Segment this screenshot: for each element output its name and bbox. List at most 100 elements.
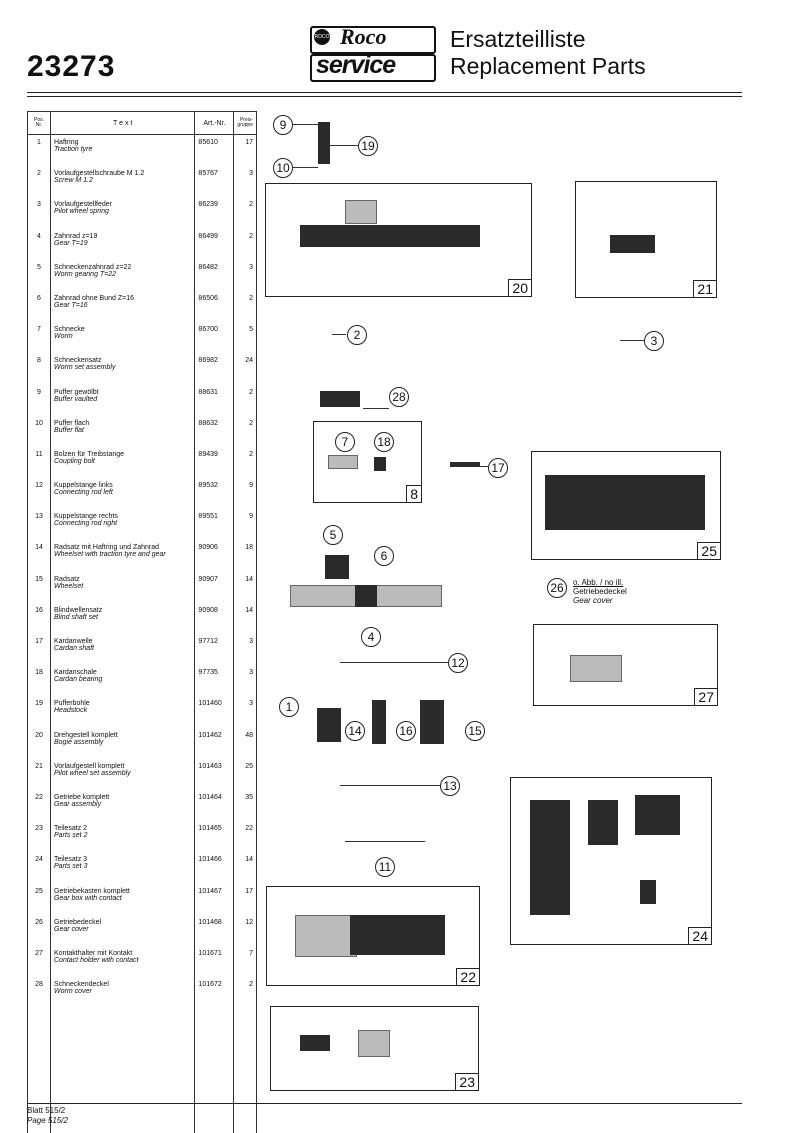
text-de: Zahnrad ohne Bund Z=16 <box>54 294 134 302</box>
text-de: Kontakthalter mit Kontakt <box>54 949 133 957</box>
art-cell: 90908 <box>194 602 235 634</box>
price-cell: 2 <box>233 384 257 416</box>
header-text: T e x t <box>49 111 196 135</box>
pos-cell: 27 <box>27 945 51 978</box>
callout-11: 11 <box>375 857 395 877</box>
art-cell: 97712 <box>194 634 235 666</box>
text-de: Getriebedeckel <box>54 918 102 926</box>
callout-14: 14 <box>345 721 365 741</box>
art-cell: 86700 <box>194 322 235 354</box>
text-en: Coupling bolt <box>54 457 95 465</box>
price-cell: 2 <box>233 197 257 229</box>
footer-divider <box>27 1103 742 1104</box>
pos-cell: 25 <box>27 883 51 915</box>
figure-box-24: 24 <box>510 777 712 945</box>
text-en: Gear cover <box>54 925 89 933</box>
callout-4: 4 <box>361 627 381 647</box>
callout-10: 10 <box>273 158 293 178</box>
pos-cell: 28 <box>27 977 51 1133</box>
figure-number: 20 <box>508 279 532 297</box>
text-de: Schnecke <box>54 326 85 334</box>
price-cell: 2 <box>233 290 257 323</box>
figure-box-20: 20 <box>265 183 532 297</box>
callout-28: 28 <box>389 387 409 407</box>
callout-2: 2 <box>347 325 367 345</box>
art-cell: 90906 <box>194 540 235 572</box>
price-cell: 48 <box>233 727 257 759</box>
leader-line <box>332 334 346 335</box>
leader-line <box>620 340 644 341</box>
text-de: Kardanwelle <box>54 638 93 645</box>
price-cell: 25 <box>233 758 257 790</box>
art-cell: 101467 <box>194 883 235 915</box>
figure-box-27: 27 <box>533 624 718 706</box>
figure-number: 24 <box>688 927 712 945</box>
art-cell: 101460 <box>194 696 235 728</box>
leader-line <box>330 145 358 146</box>
pos-cell: 1 <box>27 134 51 167</box>
leader-line <box>480 466 488 467</box>
wheelset-14-part <box>317 708 341 742</box>
title-german: Ersatzteilliste <box>450 26 586 52</box>
price-cell: 3 <box>233 665 257 697</box>
text-en: Traction tyre <box>54 146 93 153</box>
art-cell: 88631 <box>194 384 235 416</box>
price-cell: 7 <box>233 945 257 978</box>
text-de: Teilesatz 2 <box>54 825 88 833</box>
pos-cell: 21 <box>27 758 51 790</box>
pos-cell: 9 <box>27 384 51 416</box>
callout-13: 13 <box>440 776 460 796</box>
callout-19: 19 <box>358 136 378 156</box>
pos-cell: 14 <box>27 540 51 572</box>
art-cell: 101672 <box>194 977 235 1133</box>
text-de: Puffer gewölbt <box>54 388 99 396</box>
text-de: Radsatz mit Haftring und Zahnrad <box>54 544 160 552</box>
pos-cell: 18 <box>27 665 51 697</box>
text-de: Kuppelstange rechts <box>54 513 118 521</box>
text-en: Pilot wheel spring <box>54 208 109 216</box>
text-de: Vorlaufgestellfeder <box>54 201 112 209</box>
figure-number: 23 <box>455 1073 479 1091</box>
table-header: Pos. Nr. T e x t Art.-Nr. Preis-gruppe <box>27 111 257 135</box>
text-de: Radsatz <box>54 575 80 583</box>
text-en: Wheelset <box>54 582 84 590</box>
art-cell: 89532 <box>194 478 235 510</box>
pos-cell: 24 <box>27 852 51 884</box>
callout-6: 6 <box>374 546 394 566</box>
pos-cell: 8 <box>27 353 51 385</box>
price-cell: 2 <box>233 228 257 260</box>
logo-brand: Roco <box>340 24 387 49</box>
text-de: Drehgestell komplett <box>54 731 118 739</box>
callout-9: 9 <box>273 115 293 135</box>
header-art: Art.-Nr. <box>194 111 235 135</box>
art-cell: 89551 <box>194 509 235 541</box>
leader-line <box>292 167 318 168</box>
price-cell: 17 <box>233 883 257 915</box>
text-en: Gear T=16 <box>54 301 88 309</box>
text-en: Blind shaft set <box>54 613 98 621</box>
blind-shaft-part <box>372 700 386 744</box>
text-de: Teilesatz 3 <box>54 856 88 864</box>
text-en: Buffer flat <box>54 426 84 434</box>
